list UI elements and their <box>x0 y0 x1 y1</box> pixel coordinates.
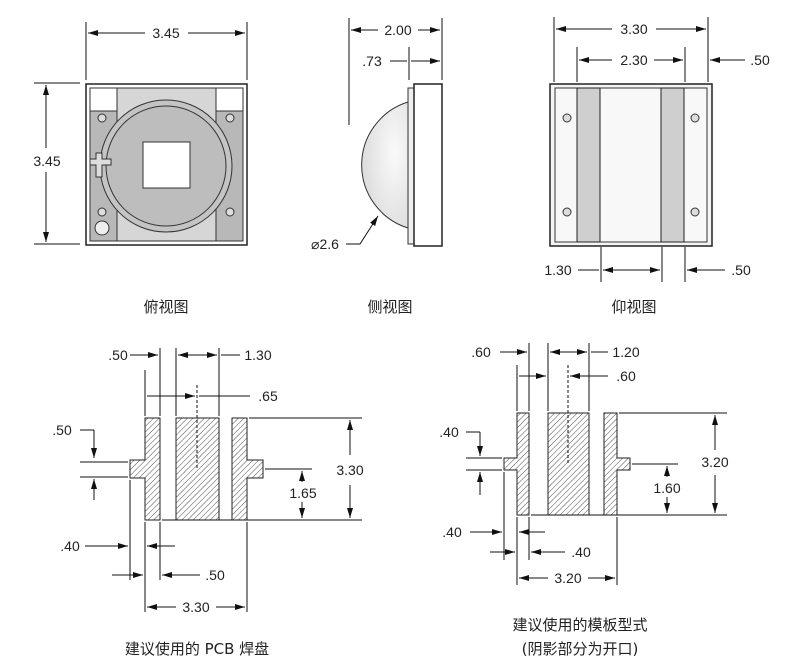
stencil-gap-dim: .40 <box>571 544 591 560</box>
bottom-center-dim: 1.30 <box>544 262 571 278</box>
stencil-half-height-dim: 1.60 <box>653 480 680 496</box>
stencil-center-width-dim: 1.20 <box>612 344 639 360</box>
pad-center-width-dim: 1.30 <box>244 347 271 363</box>
stencil-note: (阴影部分为开口) <box>522 640 639 658</box>
bottom-edge-top-dim: .50 <box>750 52 770 68</box>
dome-diameter-dim: ⌀2.6 <box>311 236 339 252</box>
pad-tab-width-dim: .40 <box>60 538 80 554</box>
pad-width2-dim: .50 <box>205 567 225 583</box>
stencil-height-dim: 3.20 <box>701 454 728 470</box>
side-view-caption: 侧视图 <box>367 298 412 316</box>
bottom-inner-dim: 2.30 <box>620 52 647 68</box>
side-view: 2.00 .73 ⌀2.6 侧视图 <box>311 18 443 316</box>
pad-height-dim: 3.30 <box>336 462 363 478</box>
stencil-center-half-dim: .60 <box>616 368 636 384</box>
pad-width-dim: .50 <box>108 347 128 363</box>
stencil-pad-width-dim: .60 <box>471 344 491 360</box>
pad-tab-height-dim: .50 <box>52 422 72 438</box>
side-base-dim: .73 <box>362 53 382 69</box>
bottom-overall-dim: 3.30 <box>620 21 647 37</box>
top-view-caption: 俯视图 <box>143 298 188 316</box>
stencil-layout: .60 1.20 .60 .40 3.20 1.60 .40 .40 3.20 … <box>439 343 729 658</box>
stencil-tab-height-dim: .40 <box>439 424 459 440</box>
pcb-pad-layout: .50 1.30 .65 .50 3.30 1.65 .40 .50 3.30 … <box>52 347 364 658</box>
stencil-total-width-dim: 3.20 <box>554 570 581 586</box>
side-overall-dim: 2.00 <box>384 22 411 38</box>
top-height-dim: 3.45 <box>33 153 60 169</box>
stencil-tab-width-dim: .40 <box>442 524 462 540</box>
bottom-view: 3.30 2.30 .50 1.30 .50 仰视图 <box>544 17 770 316</box>
pad-gap-dim: .65 <box>258 388 278 404</box>
bottom-view-caption: 仰视图 <box>611 298 656 316</box>
pad-total-width-dim: 3.30 <box>182 599 209 615</box>
pcb-pad-caption: 建议使用的 PCB 焊盘 <box>125 640 269 658</box>
bottom-edge-bottom-dim: .50 <box>731 262 751 278</box>
stencil-caption: 建议使用的模板型式 <box>512 616 647 634</box>
pad-half-height-dim: 1.65 <box>289 485 316 501</box>
top-view: 3.45 3.45 俯视图 <box>33 22 248 316</box>
polarity-mark-icon <box>89 152 112 178</box>
top-width-dim: 3.45 <box>152 25 179 41</box>
